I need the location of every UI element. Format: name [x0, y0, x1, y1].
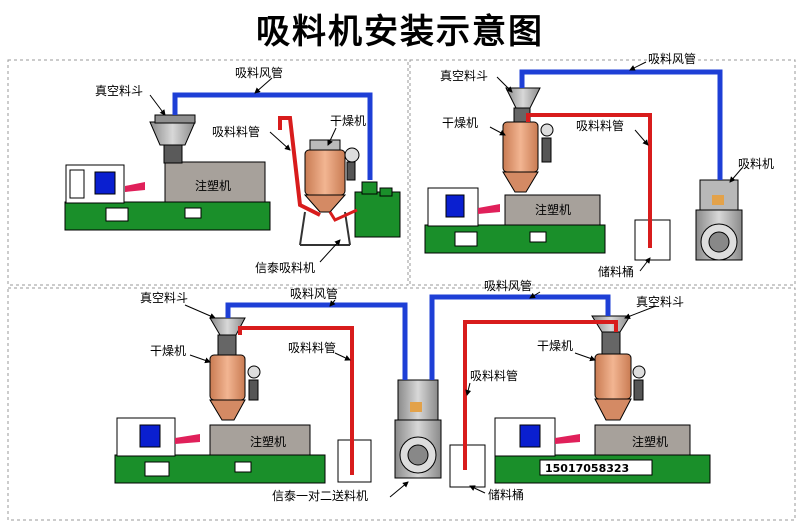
- dryer-lid: [309, 139, 341, 151]
- center-loader-head: [397, 379, 439, 421]
- label-injection-machine: 注塑机: [195, 178, 231, 193]
- panel-top-right: [424, 61, 743, 272]
- material-pipe: [526, 113, 652, 248]
- base-window: [105, 207, 129, 222]
- air-pipe: [519, 69, 723, 180]
- loader-top: [361, 181, 378, 195]
- label-storage-bin-tr: 储料桶: [598, 264, 634, 279]
- label-vacuum-hopper-tr: 真空料斗: [440, 69, 488, 83]
- base-window: [184, 207, 202, 219]
- loader-top: [379, 187, 393, 197]
- label-vacuum-hopper-bl: 真空料斗: [140, 291, 188, 305]
- panel-top-left: [64, 77, 401, 263]
- injection-machine-body-left: [209, 424, 311, 456]
- material-pipe-left: [238, 326, 354, 475]
- material-pipe-2: [328, 208, 358, 222]
- panel-bottom: [114, 291, 711, 498]
- injection-machine-body: [504, 194, 601, 226]
- label-vacuum-hopper: 真空料斗: [95, 84, 143, 98]
- label-phone: 15017058323: [545, 462, 629, 475]
- panel-top-right-border: [409, 59, 796, 286]
- injection-machine-body: [164, 161, 266, 203]
- label-storage-bin-br: 储料桶: [488, 487, 524, 502]
- label-dryer: 干燥机: [330, 114, 366, 128]
- label-dryer-br: 干燥机: [537, 339, 573, 353]
- label-injection-machine-bl: 注塑机: [250, 434, 286, 449]
- phone-box: [539, 459, 653, 476]
- material-pipe: [278, 116, 321, 217]
- label-air-pipe: 吸料风管: [235, 65, 283, 80]
- storage-bin-left: [337, 439, 372, 483]
- label-dryer-tr: 干燥机: [442, 116, 478, 130]
- dryer-right: [594, 353, 632, 400]
- panel-top-left-border: [7, 59, 409, 286]
- storage-bin-right: [449, 444, 486, 488]
- injection-machine-base: [64, 201, 271, 231]
- injection-machine-body-right: [594, 424, 691, 456]
- loader-body: [354, 191, 401, 238]
- dryer-body: [304, 149, 346, 196]
- label-air-pipe-bl: 吸料风管: [290, 286, 338, 301]
- label-air-pipe-br: 吸料风管: [484, 278, 532, 293]
- material-pipe-right: [463, 320, 618, 470]
- label-air-pipe-tr: 吸料风管: [648, 51, 696, 66]
- nozzle: [125, 182, 145, 192]
- panel-bottom-border: [7, 287, 796, 521]
- dryer-left: [209, 354, 246, 401]
- label-material-pipe-tr: 吸料料管: [576, 118, 624, 133]
- diagram-title: 吸料机安装示意图: [256, 12, 544, 52]
- hopper-throat: [163, 144, 183, 164]
- label-material-pipe-br: 吸料料管: [470, 368, 518, 383]
- label-material-pipe: 吸料料管: [212, 124, 260, 139]
- label-injection-machine-br: 注塑机: [632, 434, 668, 449]
- dryer-body: [502, 121, 539, 173]
- air-pipe: [172, 92, 373, 180]
- label-vacuum-hopper-br: 真空料斗: [636, 295, 684, 309]
- air-pipe-right: [429, 294, 611, 380]
- label-injection-machine-tr: 注塑机: [535, 202, 571, 217]
- label-center-loader: 信泰一对二送料机: [272, 488, 368, 503]
- label-loader: 信泰吸料机: [255, 261, 315, 275]
- hopper-lid: [154, 114, 196, 124]
- label-material-pipe-bl: 吸料料管: [288, 340, 336, 355]
- dryer-gauge: [344, 147, 360, 163]
- air-pipe-left: [225, 302, 408, 380]
- label-dryer-bl: 干燥机: [150, 344, 186, 358]
- dryer-control: [346, 161, 356, 181]
- label-loader-tr: 吸料机: [738, 157, 774, 171]
- vacuum-hopper: [149, 121, 196, 146]
- control-panel: [69, 169, 85, 199]
- control-screen: [94, 171, 116, 195]
- storage-bin: [634, 219, 671, 261]
- injection-machine-base: [424, 224, 606, 254]
